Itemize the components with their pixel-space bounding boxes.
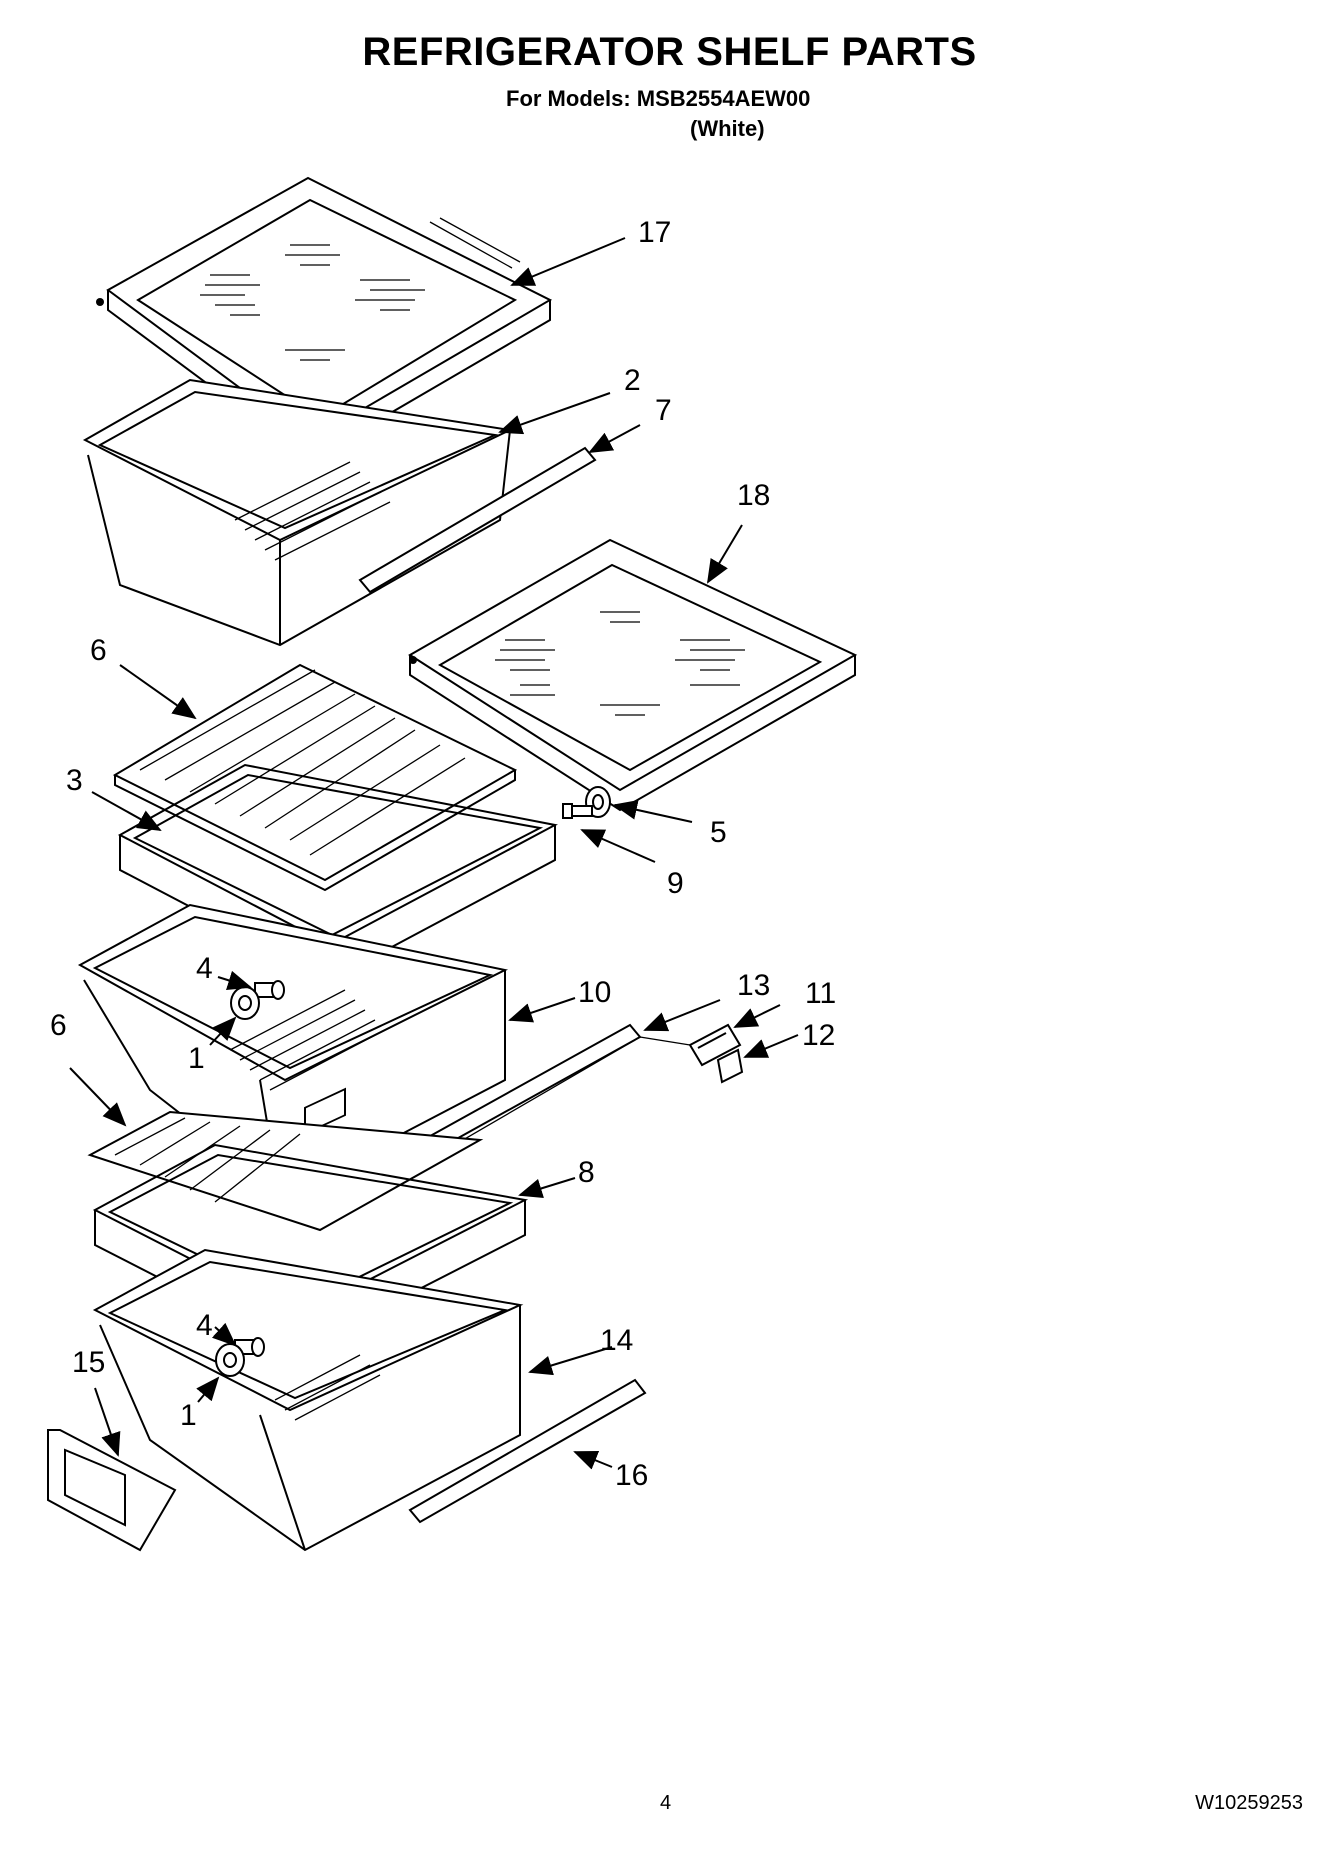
part-17-glass-shelf [96, 176, 553, 462]
callout-6-upper: 6 [90, 634, 107, 667]
callout-6-lower: 6 [50, 1009, 67, 1042]
part-1-dial-upper [230, 986, 260, 1020]
callout-13: 13 [737, 969, 770, 1002]
callout-1-upper: 1 [188, 1042, 205, 1075]
callout-4-lower: 4 [196, 1309, 213, 1342]
callout-5: 5 [710, 816, 727, 849]
callout-17: 17 [638, 216, 671, 249]
part-14-crisper-pan [92, 1248, 524, 1552]
color-line: (White) [690, 116, 765, 141]
document-number: W10259253 [1195, 1792, 1303, 1814]
page-number: 4 [660, 1792, 672, 1814]
part-7-trim [358, 446, 597, 594]
callout-18: 18 [737, 479, 770, 512]
callout-16: 16 [615, 1459, 648, 1492]
page-title: REFRIGERATOR SHELF PARTS [362, 30, 977, 74]
callout-4-upper: 4 [196, 952, 213, 985]
part-6-glass-insert-upper [112, 663, 518, 892]
callout-12: 12 [802, 1019, 835, 1052]
part-11-clip [688, 1023, 742, 1067]
callout-1-lower: 1 [180, 1399, 197, 1432]
part-15-label [47, 1429, 177, 1552]
models-line: For Models: MSB2554AEW00 [506, 86, 811, 111]
part-2-crisper-pan [82, 378, 514, 647]
part-6-glass-insert-lower [87, 1110, 484, 1232]
part-12-clip [716, 1048, 744, 1084]
callout-10: 10 [578, 976, 611, 1009]
part-1-dial-lower [215, 1343, 245, 1377]
callout-11: 11 [805, 977, 836, 1010]
callout-labels: 17 2 7 18 6 3 5 9 4 10 13 11 12 1 6 8 4 … [50, 216, 836, 1492]
leader-arrows [69, 237, 799, 1470]
part-9-screw [562, 803, 593, 819]
callout-15: 15 [72, 1346, 105, 1379]
callout-9: 9 [667, 867, 684, 900]
part-16-trim [408, 1378, 647, 1524]
callout-8: 8 [578, 1156, 595, 1189]
part-4-knob-upper [254, 980, 285, 1000]
callout-14: 14 [600, 1324, 633, 1357]
callout-7: 7 [655, 394, 672, 427]
callout-2: 2 [624, 364, 641, 397]
callout-3: 3 [66, 764, 83, 797]
